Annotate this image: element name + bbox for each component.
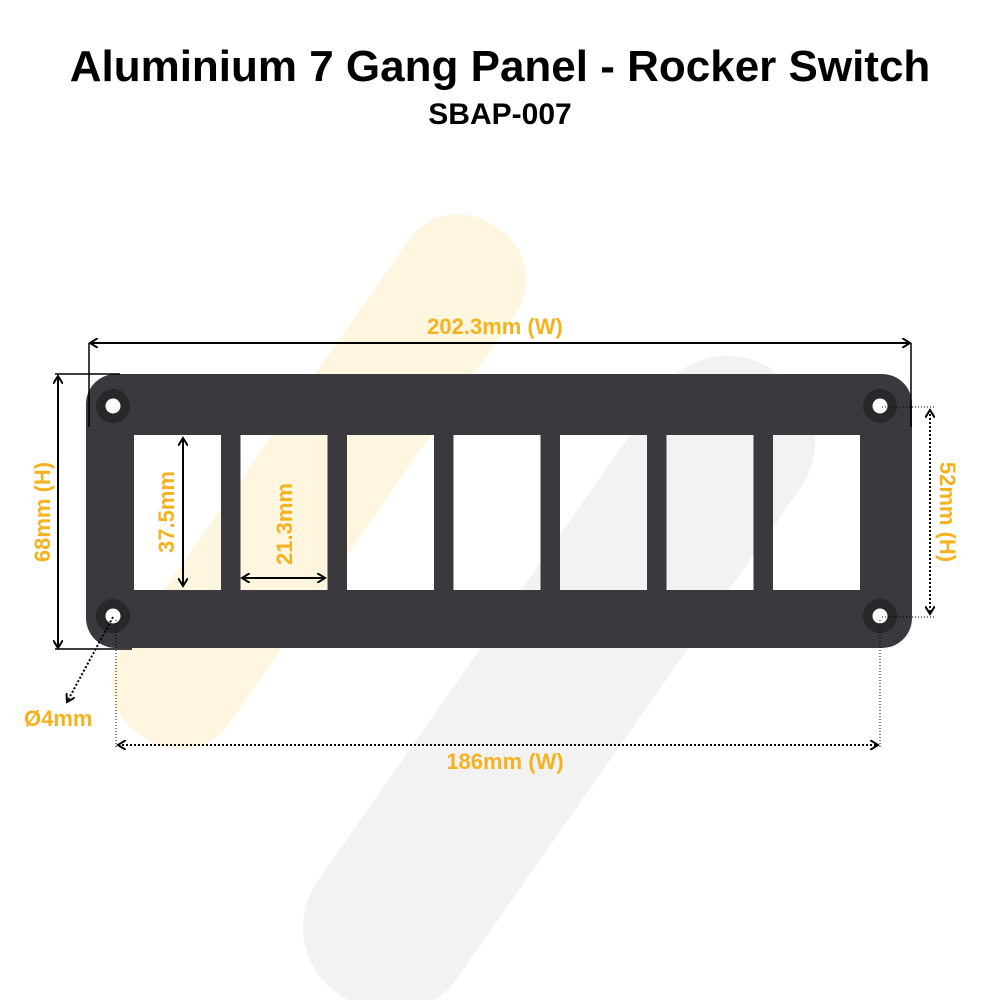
page-title: Aluminium 7 Gang Panel - Rocker Switch: [69, 42, 931, 91]
hole-spacing-width-label: 186mm (W): [446, 749, 563, 774]
hole-diameter-label: Ø4mm: [24, 706, 92, 731]
hole-spacing-height-label: 52mm (H): [935, 462, 960, 562]
overall-height-label: 68mm (H): [30, 462, 55, 562]
overall-width-label: 202.3mm (W): [427, 314, 563, 339]
slot-height-label: 37.5mm: [154, 471, 179, 553]
mounting-hole: [872, 398, 888, 414]
slot-width-label: 21.3mm: [272, 483, 297, 565]
product-code: SBAP-007: [428, 98, 572, 131]
panel: [86, 374, 912, 648]
mounting-hole: [872, 608, 888, 624]
mounting-hole: [105, 398, 121, 414]
mounting-hole: [105, 608, 121, 624]
hole-diameter-arrow: [67, 616, 114, 702]
